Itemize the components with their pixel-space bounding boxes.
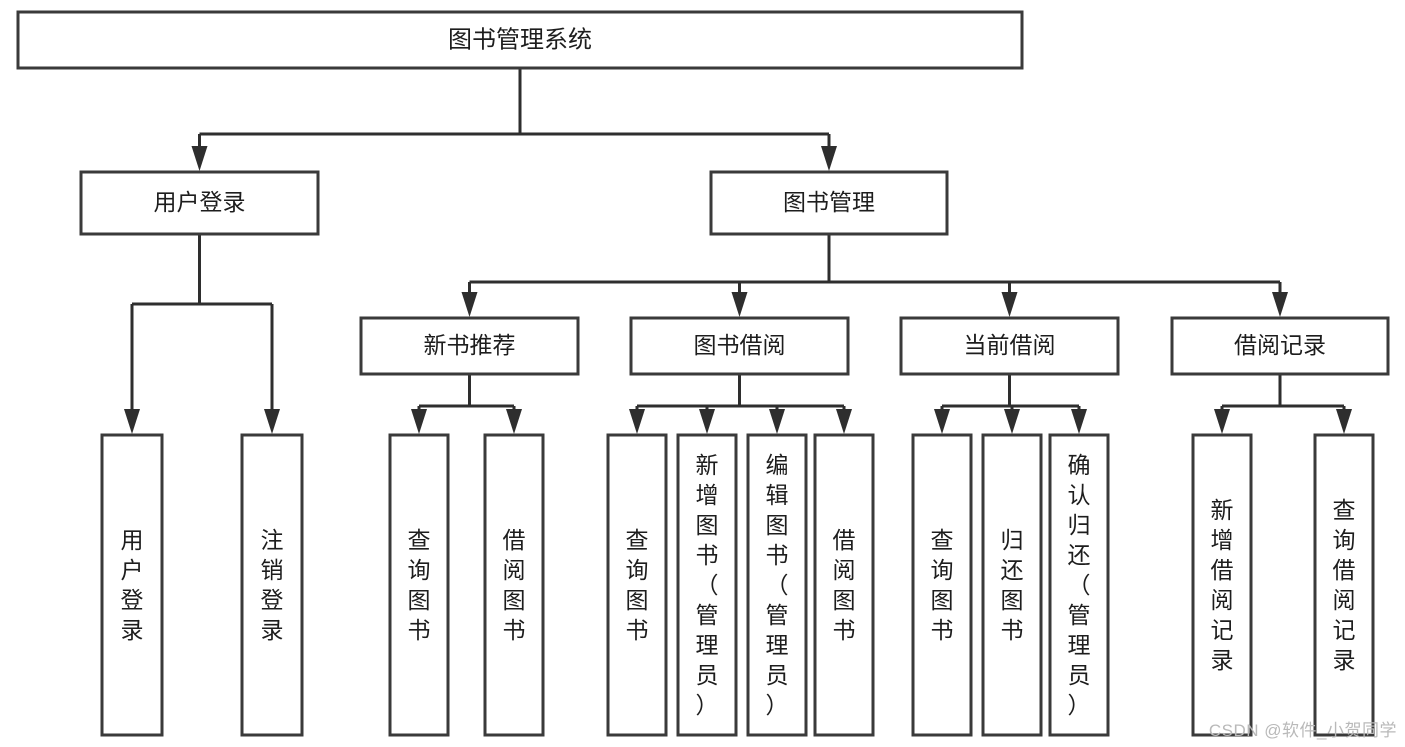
node-n-new-rec[interactable]: 新书推荐 — [359, 316, 580, 376]
node-l-add-record[interactable]: 新增借阅记录 — [1191, 433, 1253, 737]
node-label: 归还图书 — [1001, 527, 1024, 643]
node-box — [16, 10, 1024, 70]
node-box — [606, 433, 668, 737]
node-label: 查询图书 — [408, 527, 431, 643]
node-l-edit-book[interactable]: 编辑图书（管理员） — [746, 433, 808, 737]
node-label: 查询借阅记录 — [1333, 497, 1356, 673]
node-box — [100, 433, 164, 737]
node-label: 借阅记录 — [1234, 332, 1326, 358]
node-label: 图书借阅 — [694, 332, 786, 358]
node-label: 新增图书（管理员） — [696, 452, 719, 718]
node-l-logout[interactable]: 注销登录 — [240, 433, 304, 737]
node-label: 图书管理 — [783, 189, 875, 215]
node-box — [676, 433, 738, 737]
node-box — [911, 433, 973, 737]
node-l-borrow-book-a[interactable]: 借阅图书 — [483, 433, 545, 737]
node-label: 当前借阅 — [964, 332, 1056, 358]
node-n-user-login[interactable]: 用户登录 — [79, 170, 320, 236]
node-label: 查询图书 — [931, 527, 954, 643]
node-n-book-borrow[interactable]: 图书借阅 — [629, 316, 850, 376]
node-l-query-book-b[interactable]: 查询图书 — [606, 433, 668, 737]
node-label: 借阅图书 — [833, 527, 856, 643]
node-label: 借阅图书 — [503, 527, 526, 643]
node-l-query-record[interactable]: 查询借阅记录 — [1313, 433, 1375, 737]
node-label: 新增借阅记录 — [1211, 497, 1234, 673]
watermark-text: CSDN @软件_小贺同学 — [1208, 721, 1397, 740]
connector-layer — [124, 68, 1352, 434]
node-l-query-book-c[interactable]: 查询图书 — [911, 433, 973, 737]
node-l-confirm-return[interactable]: 确认归还（管理员） — [1048, 433, 1110, 737]
node-l-borrow-book-b[interactable]: 借阅图书 — [813, 433, 875, 737]
node-layer: 图书管理系统用户登录图书管理新书推荐图书借阅当前借阅借阅记录用户登录注销登录查询… — [16, 10, 1390, 737]
node-label: 图书管理系统 — [448, 26, 592, 53]
node-box — [79, 170, 320, 236]
node-box — [359, 316, 580, 376]
node-l-query-book-a[interactable]: 查询图书 — [388, 433, 450, 737]
node-box — [1191, 433, 1253, 737]
node-label: 确认归还（管理员） — [1068, 452, 1091, 718]
node-box — [240, 433, 304, 737]
node-box — [483, 433, 545, 737]
node-label: 用户登录 — [154, 189, 246, 215]
node-label: 查询图书 — [626, 527, 649, 643]
node-box — [1170, 316, 1390, 376]
node-n-borrow-rec[interactable]: 借阅记录 — [1170, 316, 1390, 376]
node-l-return-book[interactable]: 归还图书 — [981, 433, 1043, 737]
node-box — [629, 316, 850, 376]
node-label: 注销登录 — [261, 527, 284, 643]
node-box — [1313, 433, 1375, 737]
node-box — [709, 170, 949, 236]
node-box — [899, 316, 1120, 376]
node-n-book-mgmt[interactable]: 图书管理 — [709, 170, 949, 236]
node-l-user-login[interactable]: 用户登录 — [100, 433, 164, 737]
node-box — [746, 433, 808, 737]
node-label: 编辑图书（管理员） — [766, 452, 789, 718]
node-box — [388, 433, 450, 737]
node-label: 用户登录 — [121, 527, 144, 643]
node-box — [1048, 433, 1110, 737]
node-root[interactable]: 图书管理系统 — [16, 10, 1024, 70]
node-box — [813, 433, 875, 737]
node-label: 新书推荐 — [424, 332, 516, 358]
node-box — [981, 433, 1043, 737]
node-l-add-book[interactable]: 新增图书（管理员） — [676, 433, 738, 737]
node-n-cur-borrow[interactable]: 当前借阅 — [899, 316, 1120, 376]
